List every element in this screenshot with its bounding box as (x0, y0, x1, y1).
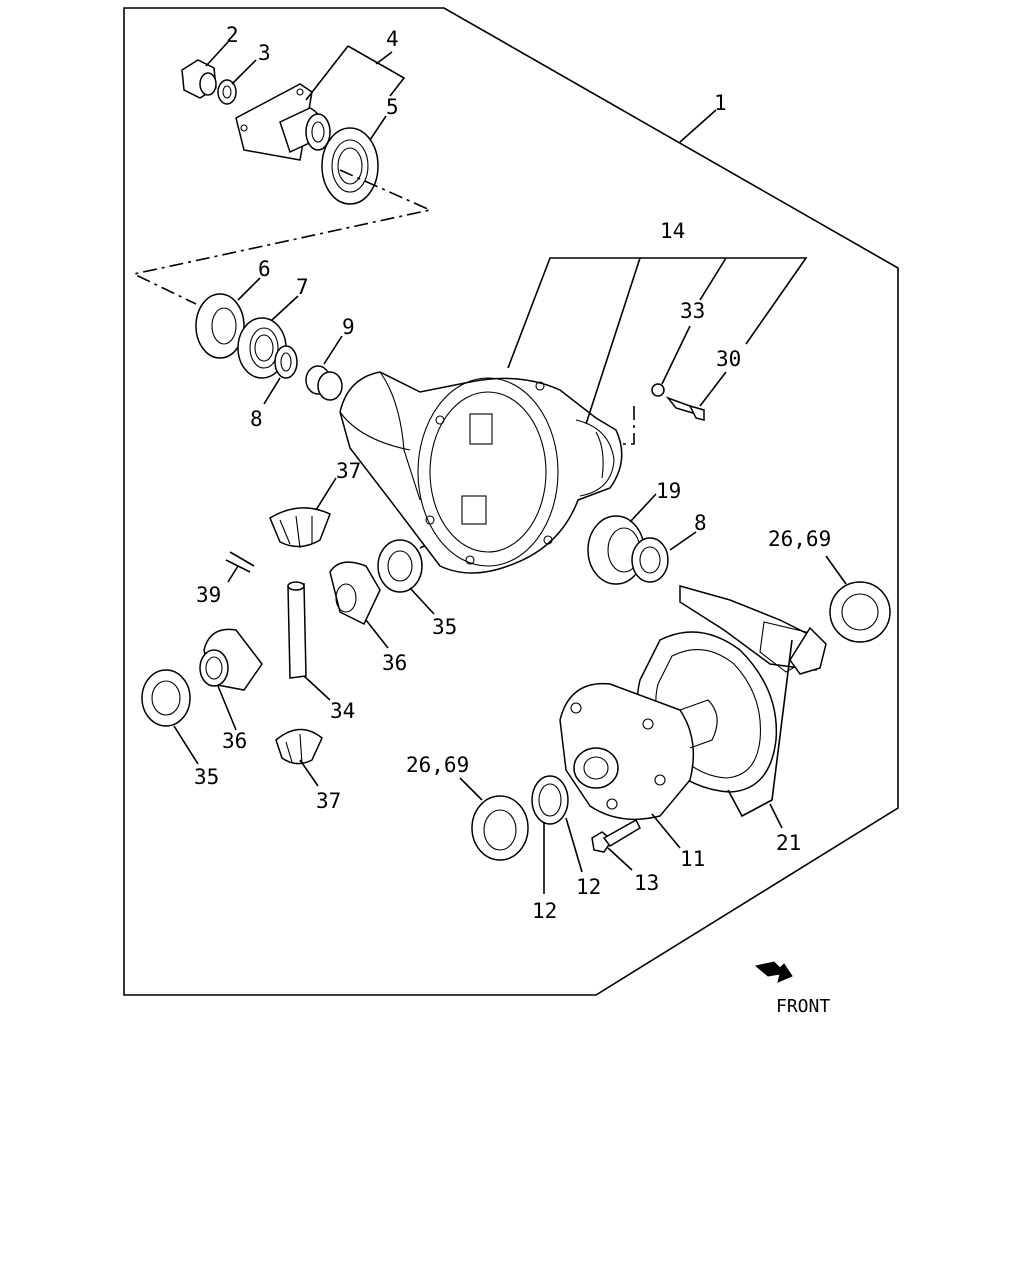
bearing-26-69-lower[interactable] (471, 795, 529, 861)
callout-3: 3 (258, 41, 271, 65)
callout-26-69-lower: 26,69 (406, 753, 469, 777)
pinion-gear-37-lower[interactable] (275, 728, 323, 765)
companion-flange[interactable] (235, 83, 331, 161)
callout-33: 33 (680, 299, 705, 323)
shim-12[interactable] (531, 775, 569, 825)
bolt-13[interactable] (591, 818, 641, 853)
callout-2: 2 (226, 23, 239, 47)
shim-8-upper[interactable] (274, 345, 298, 379)
callout-12-right: 12 (576, 875, 601, 899)
bolt-30[interactable] (665, 396, 705, 421)
axis-line-upper (131, 169, 433, 305)
shim-8-lower[interactable] (631, 537, 669, 583)
callout-19: 19 (656, 479, 681, 503)
callout-36-upper: 36 (382, 651, 407, 675)
front-indicator: FRONT (754, 961, 830, 1017)
side-gear-36-lower[interactable] (199, 628, 263, 691)
bearing-7[interactable] (237, 317, 287, 379)
callout-14: 14 (660, 219, 685, 243)
flange-nut[interactable] (181, 59, 217, 99)
leader-lines (173, 41, 847, 894)
callout-37-upper: 37 (336, 459, 361, 483)
callout-36-lower: 36 (222, 729, 247, 753)
callout-6: 6 (258, 257, 271, 281)
washer-3[interactable] (217, 79, 237, 105)
callout-8-upper: 8 (250, 407, 263, 431)
callout-labels: 1 2 3 4 5 6 7 8 9 14 33 30 19 8 26,69 37… (194, 23, 831, 923)
pinion-shaft-34[interactable] (287, 581, 307, 679)
callout-30: 30 (716, 347, 741, 371)
front-arrow-icon (754, 961, 793, 983)
callout-12-left: 12 (532, 899, 557, 923)
callout-35-upper: 35 (432, 615, 457, 639)
assembly-border (123, 7, 899, 996)
side-gear-36-upper[interactable] (329, 561, 381, 626)
callout-37-lower: 37 (316, 789, 341, 813)
bearing-6[interactable] (195, 293, 245, 359)
pin-39[interactable] (225, 551, 255, 573)
callout-39: 39 (196, 583, 221, 607)
thrust-washer-35-lower[interactable] (141, 669, 191, 727)
differential-case[interactable] (559, 682, 718, 821)
spacer-9[interactable] (305, 365, 343, 401)
callout-4: 4 (386, 27, 399, 51)
pinion-gear-37-upper[interactable] (269, 507, 331, 549)
callout-1: 1 (714, 91, 727, 115)
callout-26-69-right: 26,69 (768, 527, 831, 551)
drive-pinion[interactable] (679, 585, 827, 675)
callout-9: 9 (342, 315, 355, 339)
callout-11: 11 (680, 847, 705, 871)
callout-7: 7 (296, 275, 309, 299)
front-label: FRONT (776, 996, 830, 1017)
callout-35-lower: 35 (194, 765, 219, 789)
callout-21: 21 (776, 831, 801, 855)
callout-13: 13 (634, 871, 659, 895)
oil-seal-5[interactable] (321, 127, 379, 205)
callout-34: 34 (330, 699, 355, 723)
thrust-washer-35-upper[interactable] (377, 539, 423, 593)
washer-33[interactable] (651, 383, 665, 397)
callout-8-lower: 8 (694, 511, 707, 535)
differential-carrier[interactable] (339, 371, 623, 574)
callout-5: 5 (386, 95, 399, 119)
bearing-26-69-right[interactable] (829, 581, 891, 643)
